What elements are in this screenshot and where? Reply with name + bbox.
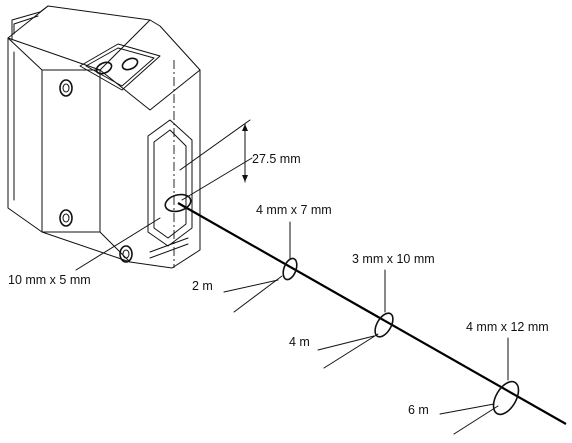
distance-2m-label: 2 m xyxy=(192,279,213,293)
spot-3-label: 4 mm x 12 mm xyxy=(466,320,549,334)
distance-6m-label: 6 m xyxy=(408,403,429,417)
spot-0-label: 10 mm x 5 mm xyxy=(8,273,91,287)
distance-4m xyxy=(317,333,379,369)
distance-4m-label: 4 m xyxy=(289,335,310,349)
light-spot-2 xyxy=(374,312,394,338)
light-beam xyxy=(177,202,567,425)
distance-6m xyxy=(439,403,499,435)
spot-2-label: 3 mm x 10 mm xyxy=(352,252,435,266)
light-spot-3 xyxy=(492,380,520,416)
spot-0-leader xyxy=(75,217,161,271)
height-label: 27.5 mm xyxy=(252,152,301,166)
spot-1-label: 4 mm x 7 mm xyxy=(256,203,332,217)
light-spot-0 xyxy=(164,193,192,213)
light-spot-1 xyxy=(282,257,298,281)
sensor-housing xyxy=(7,5,201,269)
height-dimension xyxy=(179,119,253,201)
distance-2m xyxy=(223,275,283,313)
